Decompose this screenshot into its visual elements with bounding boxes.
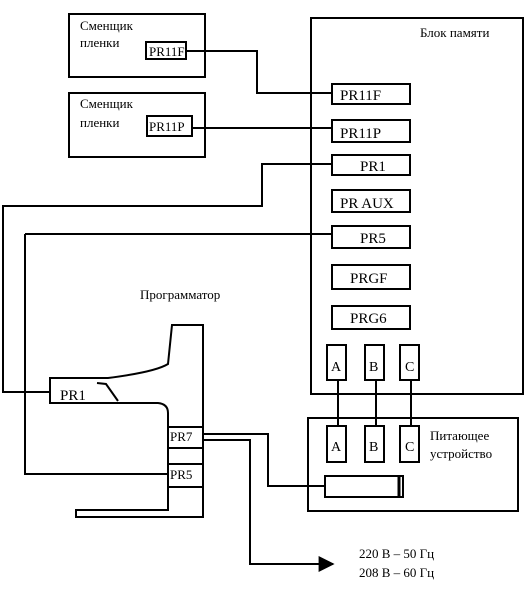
memory-terminal-c-label: C (405, 360, 414, 375)
programmer-port-pr1-label: PR1 (60, 388, 86, 404)
power-terminal-b (364, 425, 385, 463)
power-terminal-a (326, 425, 347, 463)
power-output-connector (324, 475, 404, 498)
memory-terminal-a-label: A (331, 360, 342, 375)
programmer-body-outline (49, 324, 204, 518)
wire-pr7-to-mains (203, 439, 335, 572)
film-changer-1-port-label: PR11F (149, 44, 185, 59)
film-changer-1-port (145, 41, 187, 60)
memory-port-praux-label: PR AUX (340, 196, 394, 212)
mains-voltage-line1: 220 В – 50 Гц (359, 546, 434, 561)
programmer-port-pr5 (167, 463, 204, 488)
memory-block-frame (310, 17, 524, 395)
power-terminal-c (399, 425, 420, 463)
memory-port-prg6-label: PRG6 (350, 311, 387, 327)
mains-voltage-line2: 208 В – 60 Гц (359, 565, 434, 580)
film-changer-2-label-line2: пленки (80, 115, 119, 130)
film-changer-1-label-line2: пленки (80, 35, 119, 50)
memory-terminal-b-label: B (369, 360, 378, 375)
programmer-pr1-slot (96, 382, 119, 402)
memory-port-prgf-label: PRGF (350, 271, 388, 287)
memory-terminal-b (364, 344, 385, 381)
programmer-port-pr5-label: PR5 (170, 467, 192, 482)
memory-port-pr5 (331, 225, 411, 249)
film-changer-2-port-label: PR11P (149, 119, 185, 134)
power-terminal-b-label: B (369, 440, 378, 455)
memory-port-pr1-label: PR1 (360, 159, 386, 175)
memory-port-prg6 (331, 305, 411, 330)
programmer-title: Программатор (140, 287, 220, 302)
memory-port-pr11p-label: PR11P (340, 126, 381, 142)
memory-port-praux (331, 189, 411, 213)
film-changer-2-label-line1: Сменщик (80, 96, 134, 111)
memory-terminal-a (326, 344, 347, 381)
wire-pr11f (187, 50, 332, 94)
programmer-port-pr7 (167, 426, 204, 449)
power-unit-frame (307, 417, 519, 512)
programmer-port-pr7-label: PR7 (170, 429, 193, 444)
film-changer-2-frame (68, 92, 206, 158)
memory-port-prgf (331, 264, 411, 290)
film-changer-2-port (146, 115, 193, 137)
memory-port-pr5-label: PR5 (360, 231, 386, 247)
programmer-inner-frame (24, 234, 169, 475)
wire-pr7-to-power (203, 433, 325, 487)
wire-pr1 (2, 163, 332, 393)
power-terminal-c-label: C (405, 440, 414, 455)
film-changer-1-frame (68, 13, 206, 78)
memory-terminal-c (399, 344, 420, 381)
memory-port-pr11p (331, 119, 411, 143)
memory-port-pr11f-label: PR11F (340, 88, 381, 104)
film-changer-1-label-line1: Сменщик (80, 18, 134, 33)
power-unit-label-line1: Питающее (430, 428, 489, 443)
power-terminal-a-label: A (331, 440, 342, 455)
memory-block-title: Блок памяти (420, 25, 489, 40)
power-unit-label-line2: устройство (430, 446, 492, 461)
